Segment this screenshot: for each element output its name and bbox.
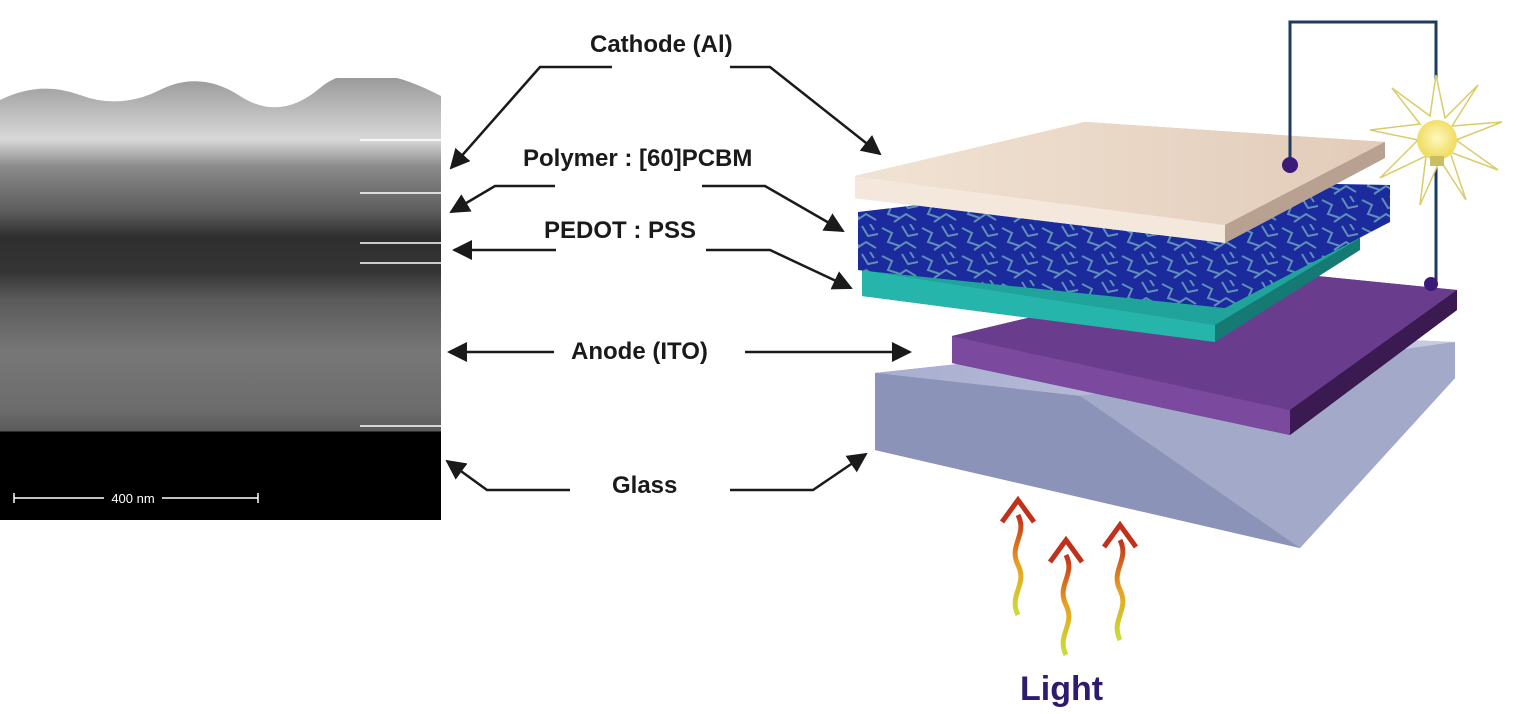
circuit (1282, 20, 1503, 291)
label-polymer: Polymer : [60]PCBM (523, 145, 753, 172)
light-ray-arrow-icon (999, 495, 1037, 617)
label-pedot: PEDOT : PSS (544, 217, 697, 244)
label-cathode: Cathode (Al) (590, 31, 733, 58)
leader-arrows (445, 65, 912, 492)
light-arrows (999, 495, 1139, 657)
scale-bar-label: 400 nm (111, 491, 154, 506)
arrow-glass-right (730, 452, 868, 492)
arrow-polymer-left (449, 184, 555, 214)
label-light: Light (1020, 670, 1104, 708)
sem-micrograph: 400 nm (0, 72, 441, 520)
cathode-layer (855, 122, 1385, 243)
electrode-contact-top (1282, 157, 1298, 173)
scale-bar: 400 nm (13, 491, 259, 506)
light-bulb-icon (1369, 74, 1503, 206)
arrow-polymer-right (702, 184, 845, 233)
arrow-cathode-left (449, 65, 612, 170)
light-ray-arrow-icon (1047, 535, 1085, 657)
device-stack (855, 122, 1457, 548)
label-anode: Anode (ITO) (571, 338, 708, 365)
label-glass: Glass (612, 472, 678, 499)
arrow-glass-left (445, 459, 570, 492)
arrow-cathode-right (730, 65, 882, 156)
light-ray-arrow-icon (1101, 520, 1139, 642)
electrode-contact-bottom (1424, 277, 1438, 291)
arrow-pedot-right (706, 248, 853, 290)
